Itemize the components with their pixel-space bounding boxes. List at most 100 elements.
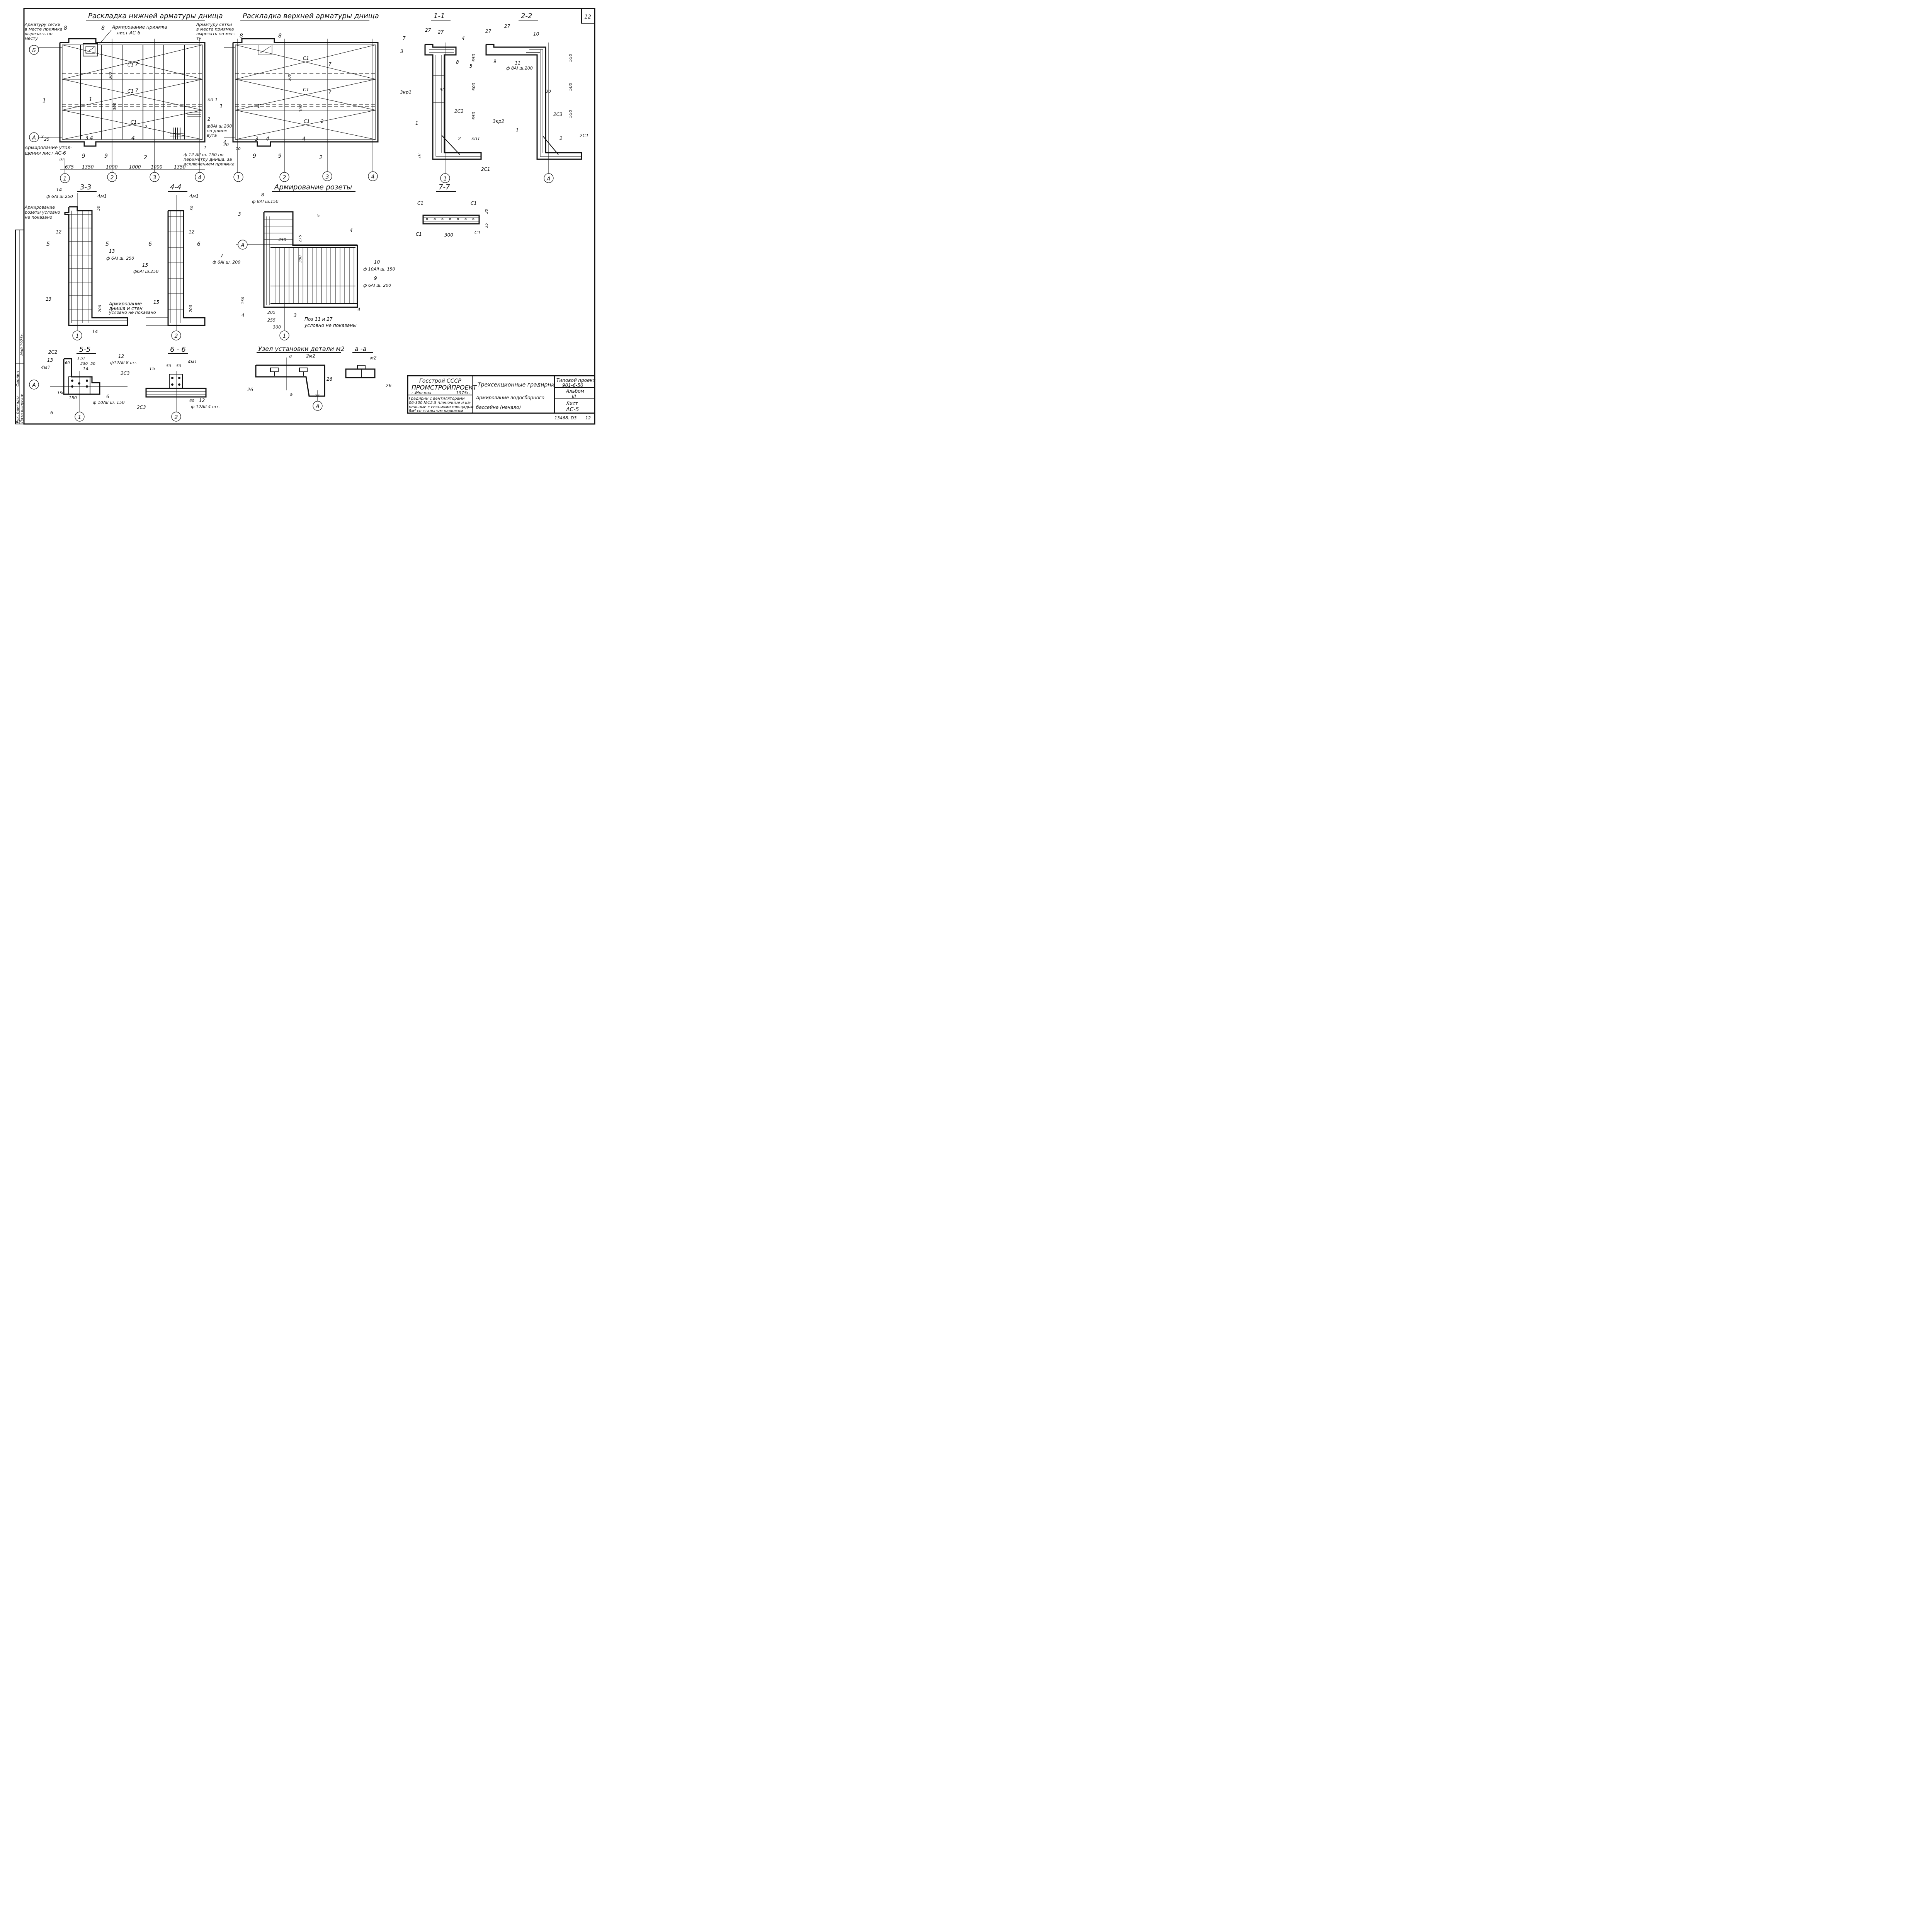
section-a-a: a -a м2 26 — [345, 345, 392, 388]
svg-text:9: 9 — [82, 153, 85, 159]
svg-text:500: 500 — [568, 83, 573, 91]
lower-layout-plan: Раскладка нижней арматуры днища — [24, 12, 235, 183]
svg-text:8: 8 — [261, 192, 264, 197]
svg-text:по длине: по длине — [207, 128, 227, 133]
svg-text:12: 12 — [118, 354, 124, 359]
svg-text:1: 1 — [283, 333, 286, 339]
svg-text:вырезать по: вырезать по — [25, 31, 53, 36]
svg-text:Арматуру сетки: Арматуру сетки — [196, 22, 232, 27]
svg-text:2: 2 — [145, 124, 148, 129]
svg-text:550: 550 — [471, 54, 476, 62]
svg-text:10: 10 — [236, 147, 241, 151]
svg-text:2: 2 — [175, 414, 178, 421]
svg-text:30: 30 — [440, 87, 445, 92]
svg-text:8м² со стальным каркасом: 8м² со стальным каркасом — [409, 409, 463, 413]
svg-text:Лист: Лист — [566, 401, 578, 406]
svg-text:вырезать по мес-: вырезать по мес- — [196, 31, 235, 36]
svg-text:5-5: 5-5 — [79, 346, 90, 354]
svg-text:300: 300 — [113, 103, 117, 110]
svg-text:3: 3 — [153, 175, 156, 181]
svg-text:9: 9 — [253, 153, 256, 159]
svg-text:9: 9 — [104, 153, 108, 159]
svg-text:1: 1 — [237, 175, 240, 181]
stamp-row1b: Смолин — [16, 371, 20, 386]
svg-text:35: 35 — [485, 223, 489, 228]
svg-text:7: 7 — [135, 88, 138, 93]
svg-text:550: 550 — [568, 110, 573, 118]
svg-text:не показано: не показано — [25, 215, 53, 220]
svg-text:6 - 6: 6 - 6 — [170, 346, 186, 354]
svg-text:6: 6 — [148, 241, 152, 247]
svg-text:20: 20 — [223, 142, 229, 147]
svg-text:500: 500 — [471, 83, 476, 91]
svg-text:14: 14 — [92, 329, 98, 334]
svg-text:А: А — [240, 242, 245, 249]
svg-text:4: 4 — [350, 228, 353, 233]
svg-text:днища и стен: днища и стен — [109, 306, 143, 311]
svg-text:1975г.: 1975г. — [456, 390, 470, 395]
svg-text:901-6-50: 901-6-50 — [562, 383, 583, 388]
svg-text:7: 7 — [220, 253, 223, 259]
svg-text:м2: м2 — [370, 355, 377, 361]
svg-text:6: 6 — [106, 394, 109, 399]
node-m2: Узел установки детали м2 А а а 2м2 26 26… — [247, 345, 345, 411]
svg-text:15: 15 — [153, 300, 159, 305]
svg-text:50: 50 — [97, 206, 101, 211]
svg-text:50: 50 — [90, 362, 95, 366]
svg-text:150: 150 — [241, 297, 245, 304]
svg-text:месту: месту — [25, 36, 38, 41]
svg-text:60: 60 — [189, 399, 194, 403]
section-4-4: 4-4 2 4м1 50 12 6 6 15 ф6АI ш.250 15 200 — [133, 183, 206, 340]
svg-text:75: 75 — [315, 394, 320, 398]
section-2-2: 2-2 А 27 27 4 10 9 11 ф 8АI ш.200 3кр2 1… — [462, 12, 589, 183]
svg-text:5: 5 — [469, 63, 473, 69]
svg-text:4м1: 4м1 — [41, 365, 50, 370]
svg-text:1: 1 — [43, 98, 46, 104]
sheet-corner-box — [581, 8, 595, 24]
svg-text:Арматуру сетки: Арматуру сетки — [24, 22, 60, 27]
svg-text:С1: С1 — [416, 232, 422, 237]
svg-text:вута: вута — [207, 133, 217, 138]
svg-text:ф 12 АII ш. 150 по: ф 12 АII ш. 150 по — [184, 152, 224, 157]
svg-text:2С3: 2С3 — [553, 112, 563, 117]
svg-text:150: 150 — [69, 395, 77, 400]
svg-text:150: 150 — [57, 391, 65, 395]
svg-text:4: 4 — [462, 36, 465, 41]
svg-text:10: 10 — [533, 31, 539, 37]
svg-text:300: 300 — [299, 105, 303, 112]
svg-text:50: 50 — [166, 364, 171, 368]
svg-text:2: 2 — [283, 175, 286, 181]
upper-layout-title: Раскладка верхней арматуры днища — [243, 12, 379, 20]
svg-text:2С2: 2С2 — [48, 349, 58, 355]
svg-text:2С3: 2С3 — [137, 405, 146, 410]
svg-text:Армирование приямка: Армирование приямка — [112, 24, 167, 30]
svg-text:8: 8 — [64, 25, 67, 31]
svg-text:в месте приямка: в месте приямка — [196, 27, 234, 32]
svg-text:4м1: 4м1 — [97, 194, 107, 199]
svg-text:1000: 1000 — [151, 164, 163, 170]
svg-text:10: 10 — [417, 153, 422, 158]
svg-text:14: 14 — [56, 187, 62, 192]
svg-text:1: 1 — [89, 97, 92, 103]
upper-layout-plan: Раскладка верхней арматуры днища С1 С1 С… — [196, 12, 379, 182]
svg-text:а: а — [289, 353, 292, 359]
svg-text:13: 13 — [46, 296, 51, 302]
svg-text:255: 255 — [267, 318, 276, 323]
svg-text:60: 60 — [65, 361, 70, 365]
svg-text:Узел установки детали м2: Узел установки детали м2 — [258, 345, 345, 352]
svg-text:6: 6 — [197, 241, 201, 247]
svg-text:5: 5 — [317, 213, 320, 218]
svg-text:675: 675 — [65, 164, 74, 170]
svg-text:205: 205 — [267, 310, 276, 315]
svg-text:3: 3 — [238, 211, 241, 217]
svg-text:1: 1 — [78, 414, 82, 421]
svg-text:3: 3 — [294, 313, 297, 318]
svg-text:11: 11 — [515, 60, 520, 66]
svg-text:С1: С1 — [303, 87, 309, 92]
svg-text:300: 300 — [287, 74, 292, 81]
svg-text:27: 27 — [504, 24, 510, 29]
svg-text:ПРОМСТРОЙПРОЕКТ: ПРОМСТРОЙПРОЕКТ — [412, 384, 477, 391]
svg-text:27: 27 — [425, 27, 431, 33]
svg-text:4: 4 — [357, 307, 361, 312]
svg-text:1000: 1000 — [106, 164, 118, 170]
